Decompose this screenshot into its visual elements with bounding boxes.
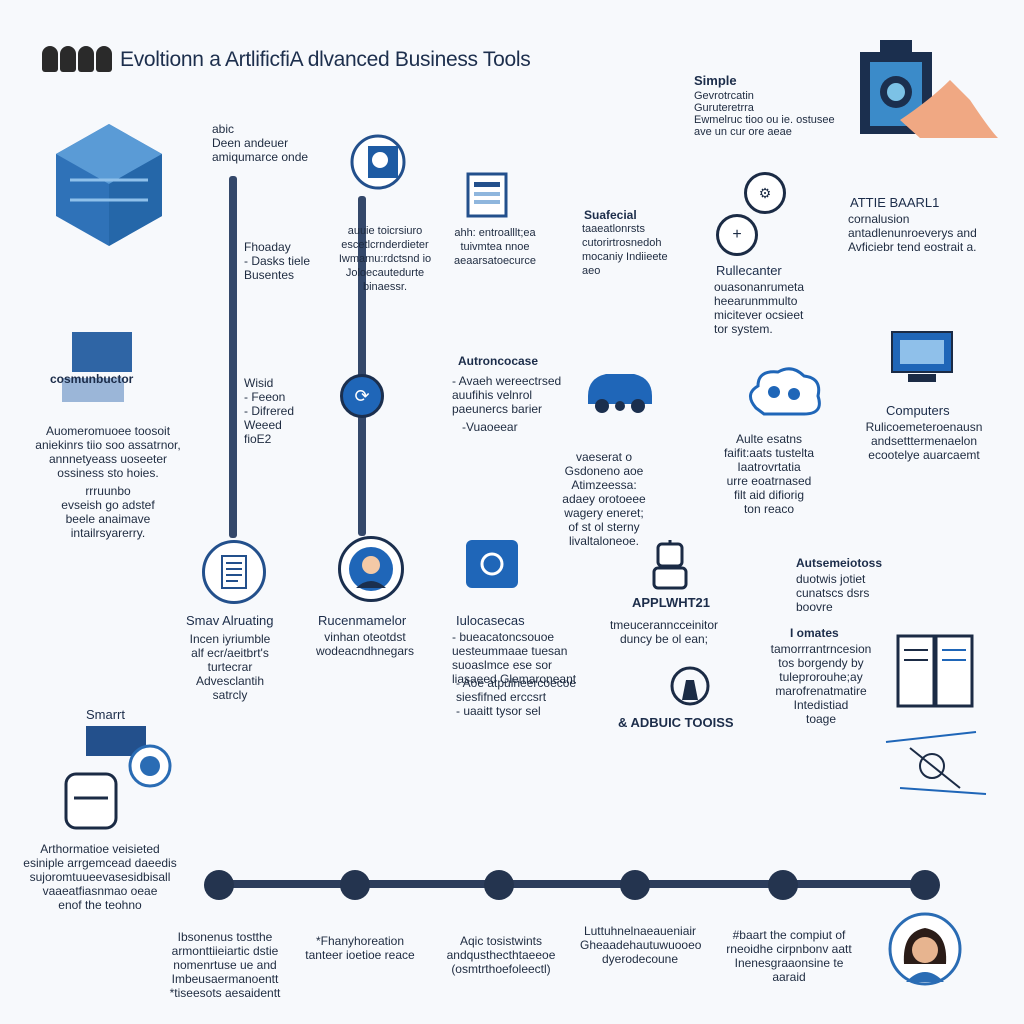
- timeline-node-4: [620, 870, 650, 900]
- tablet-hand-icon: [860, 40, 1000, 140]
- computers-head: Computers: [886, 403, 950, 418]
- col5-side2-desc: tamorrrantrncesion tos borgendy by tulep…: [770, 642, 872, 726]
- brand-logo: [42, 46, 112, 76]
- robot-icon: [648, 540, 692, 592]
- col4-note-top: taaeatlonrsts cutorirtrosnedoh mocaniy I…: [582, 223, 668, 277]
- timeline-node-6: [910, 870, 940, 900]
- left-desc2: rrruunbo evseish go adstef beele anaimav…: [61, 484, 155, 540]
- col5-head: Rullecanter: [716, 263, 782, 278]
- computers-desc: Rulicoemeteroenausn andsetttermenaelon e…: [865, 420, 983, 462]
- left-bottom-desc: Arthormatioe veisieted esiniple arrgemce…: [23, 842, 177, 912]
- document-icon: [202, 540, 266, 604]
- col1-note-mid: Fhoaday - Dasks tiele Busentes: [244, 240, 311, 282]
- col2-step-desc: vinhan oteotdst wodeacndhnegars: [315, 630, 415, 658]
- timeline-text-3: Aqic tosistwints andqusthecthtaeeoe (osm…: [446, 934, 556, 976]
- timeline-node-1: [204, 870, 234, 900]
- right-desc: cornalusion antadlenunroeverys and Avfic…: [848, 212, 977, 254]
- col5-side2-head: I omates: [790, 626, 839, 640]
- col5-note-mid: Aulte esatns faifit:aats tustelta Iaatro…: [723, 432, 815, 516]
- timeline-text-5: #baart the compiut of rneoidhe cirpnbonv…: [726, 928, 852, 984]
- col2-track: [358, 196, 366, 536]
- col5-side-head: Autsemeiotoss: [796, 556, 883, 570]
- communicator-icon: [48, 330, 138, 410]
- left-desc: Auomeromuoee toosoit aniekinrs tiio soo …: [35, 424, 181, 480]
- col4-step-label: APPLWHT21: [632, 595, 711, 610]
- col4-step-desc: tmeuceranncceinitor duncy be ol ean;: [609, 618, 719, 646]
- timeline-text-1: Ibsonenus tostthe armonttiieiartic dstie…: [169, 930, 281, 1000]
- book-icon: [896, 632, 974, 710]
- col3-note-mid-head: Autroncocase: [458, 354, 539, 368]
- right-head: ATTIE BAARL1: [850, 195, 940, 210]
- cube-icon: [50, 120, 168, 250]
- timeline-text-4: Luttuhnelnaeaueniair Gheaadehautuwuooeo …: [580, 924, 702, 966]
- col1-note-top: abic Deen andeuer amiqumarce onde: [212, 122, 309, 164]
- left-logo-label: cosmunbuctor: [50, 372, 134, 386]
- col5-desc: ouasonanrumeta heearunmmulto micitever o…: [714, 280, 805, 336]
- col4-bottom-label: & ADBUIC TOOISS: [618, 715, 734, 730]
- refresh-icon: ⟳: [340, 374, 384, 418]
- page-title: Evoltionn a ArtlificfiA dlvanced Busines…: [120, 48, 531, 71]
- col1-track: [229, 176, 237, 538]
- col2-step-label: Rucenmamelor: [318, 613, 407, 628]
- avatar-icon: [338, 536, 404, 602]
- clipboard-icon: [464, 172, 510, 218]
- col3-note-mid2: -Vuaoeear: [462, 420, 518, 434]
- smart-icon: [60, 722, 178, 832]
- timeline-node-2: [340, 870, 370, 900]
- col1-step-desc: Incen iyriumble alf ecr/aeitbrt's turtec…: [189, 632, 271, 702]
- camera-icon: [464, 538, 520, 590]
- brain-cloud-icon: [744, 364, 824, 424]
- plus-icon: +: [716, 214, 758, 256]
- profile-badge-icon: [350, 132, 410, 192]
- col5-side-desc: duotwis jotiet cunatscs dsrs boovre: [796, 572, 870, 614]
- top-right-head: Simple: [694, 73, 737, 88]
- col1-note-low: Wisid - Feeon - Difrered Weeed fioE2: [244, 376, 295, 446]
- col1-step-label: Smav Alruating: [186, 613, 274, 628]
- col2-note-top: auuie toicrsiuro escetlcrnderdieter Iwma…: [338, 225, 432, 293]
- col3-note-mid: - Avaeh wereectrsed auufihis velnrol pae…: [452, 374, 562, 416]
- network-sketch-icon: [880, 728, 992, 804]
- col3-step-desc2: - Aoe atpuineercoecoe siesfifned erccsrt…: [456, 676, 577, 718]
- timeline-node-3: [484, 870, 514, 900]
- badge-icon: ⚙: [744, 172, 786, 214]
- car-icon: [584, 366, 656, 414]
- timeline-text-2: *Fhanyhoreation tanteer ioetioe reace: [305, 934, 415, 962]
- top-right-body: Gevrotrcatin Guruteretrra Ewmelruc tioo …: [694, 90, 835, 138]
- col4-note-mid: vaeserat o Gsdoneno aoe Atimzeessa: adae…: [562, 450, 646, 548]
- person-avatar: [888, 912, 962, 986]
- smart-label: Smarrt: [86, 707, 125, 722]
- col3-step-label: Iulocasecas: [456, 613, 525, 628]
- col3-step-desc: - bueacatoncsouoe uesteummaae tuesan suo…: [452, 630, 577, 686]
- chess-icon: [668, 660, 712, 714]
- col3-note-top: ahh: entroalllt;ea tuivmtea nnoe aeaarsa…: [454, 227, 536, 267]
- monitor-icon: [890, 330, 954, 384]
- timeline-track: [210, 880, 936, 888]
- col4-note-top-head: Suafecial: [584, 208, 637, 222]
- timeline-node-5: [768, 870, 798, 900]
